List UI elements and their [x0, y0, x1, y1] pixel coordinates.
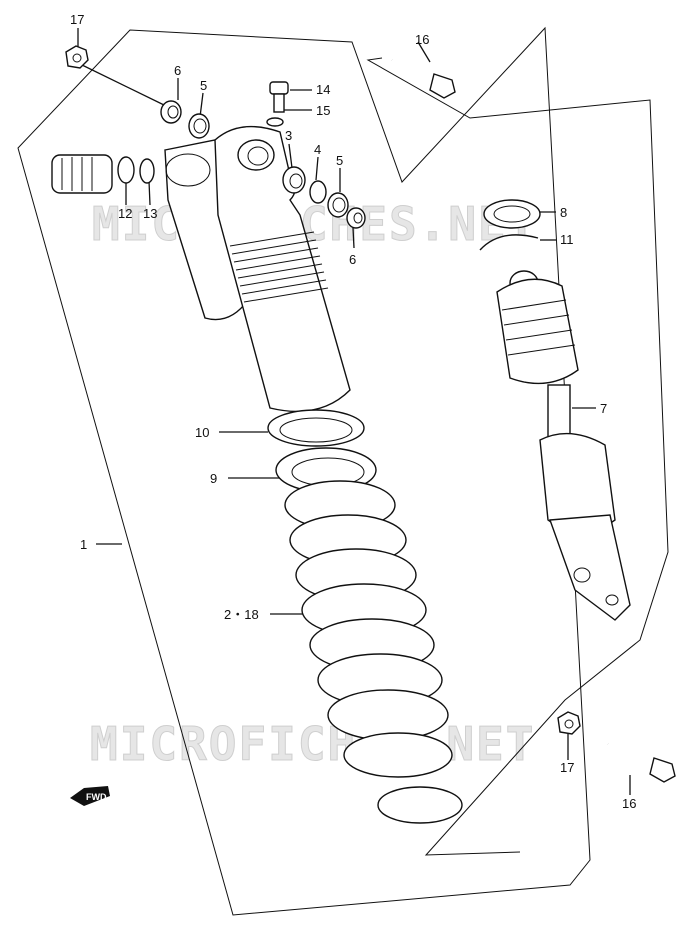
coil-spring-2 — [284, 480, 463, 824]
callout-16-bottom: 16 — [622, 796, 636, 811]
bump-stop-8 — [483, 199, 541, 229]
assembly-outline — [17, 26, 591, 916]
bolt-14 — [269, 81, 289, 113]
callout-5-right: 5 — [336, 153, 343, 168]
callout-4: 4 — [314, 142, 321, 157]
callout-9: 9 — [210, 471, 217, 486]
fwd-label: FWD — [86, 792, 107, 802]
reservoir-cap-12 — [51, 154, 113, 194]
circlip-11 — [479, 234, 539, 251]
callout-6-top: 6 — [174, 63, 181, 78]
washer-15 — [266, 117, 284, 127]
watermark-bottom: MICROFICHES.NET — [90, 717, 535, 771]
bushing-6-right — [346, 207, 366, 229]
leader-lines — [77, 28, 631, 795]
callout-11: 11 — [560, 232, 574, 247]
fwd-arrow-icon: FWD — [70, 786, 110, 806]
spring-seat-10 — [267, 409, 365, 447]
nut-17-top — [65, 45, 89, 69]
collar-3 — [282, 166, 306, 194]
seal-5-top — [188, 113, 210, 139]
callout-7: 7 — [600, 401, 607, 416]
callout-labels: 17 6 5 14 15 3 4 5 6 12 13 16 8 11 7 10 … — [70, 12, 636, 811]
callout-3: 3 — [285, 128, 292, 143]
callout-12: 12 — [118, 206, 132, 221]
callout-15: 15 — [316, 103, 330, 118]
watermark-top: MICROFICHES.NET — [92, 197, 537, 251]
bolt-16-bottom — [607, 741, 676, 783]
callout-17-top: 17 — [70, 12, 84, 27]
rod-assembly-outline — [366, 57, 669, 856]
shock-body — [214, 125, 351, 413]
callout-1: 1 — [80, 537, 87, 552]
nut-17-bottom — [557, 711, 581, 735]
bushing-6-top — [160, 100, 182, 124]
callout-5-top: 5 — [200, 78, 207, 93]
callout-17-bottom: 17 — [560, 760, 574, 775]
callout-10: 10 — [195, 425, 209, 440]
damper-rod-7 — [496, 270, 631, 621]
seal-5-right — [327, 192, 349, 218]
o-ring-13 — [139, 158, 155, 184]
callout-6-right: 6 — [349, 252, 356, 267]
callout-14: 14 — [316, 82, 330, 97]
callout-13: 13 — [143, 206, 157, 221]
bolt-16-top — [390, 57, 456, 99]
callout-16-top: 16 — [415, 32, 429, 47]
o-ring-12 — [117, 156, 135, 184]
callout-8: 8 — [560, 205, 567, 220]
body-threads — [229, 231, 329, 303]
o-ring-4 — [309, 180, 327, 204]
callout-2-18: 2・18 — [224, 607, 259, 622]
